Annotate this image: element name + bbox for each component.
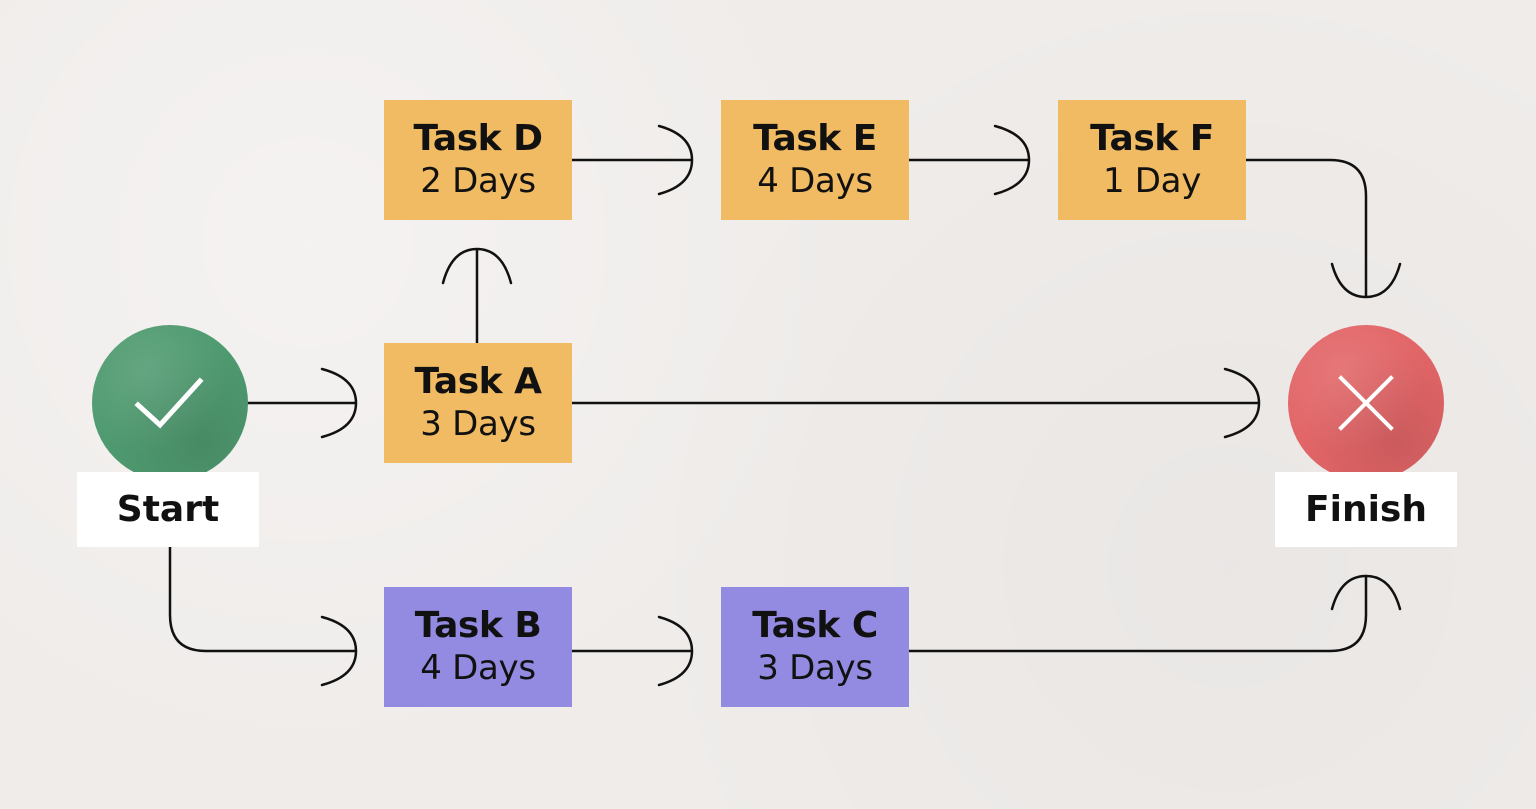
arrowhead-task-a: [320, 367, 358, 439]
arrowhead-finish-from-a: [1223, 367, 1261, 439]
arrowhead-finish-from-f: [1330, 262, 1402, 299]
task-b-box: Task B 4 Days: [384, 587, 572, 707]
arrowhead-task-b: [320, 615, 358, 687]
task-f-name: Task F: [1090, 118, 1214, 159]
task-f-box: Task F 1 Day: [1058, 100, 1246, 220]
arrowhead-finish-from-c: [1330, 574, 1402, 611]
finish-node: [1288, 325, 1444, 481]
task-b-duration: 4 Days: [420, 648, 536, 688]
arrowhead-task-c: [657, 615, 694, 687]
close-icon: [1338, 375, 1394, 431]
task-d-name: Task D: [413, 118, 544, 159]
task-c-name: Task C: [752, 605, 878, 646]
edge-task-c-to-finish: [907, 574, 1368, 653]
task-e-name: Task E: [753, 118, 877, 159]
task-f-duration: 1 Day: [1102, 161, 1202, 201]
task-d-box: Task D 2 Days: [384, 100, 572, 220]
finish-label: Finish: [1275, 472, 1457, 547]
task-e-duration: 4 Days: [757, 161, 873, 201]
edge-task-f-to-finish: [1244, 158, 1368, 298]
task-e-box: Task E 4 Days: [721, 100, 909, 220]
task-c-duration: 3 Days: [757, 648, 873, 688]
arrowhead-task-e: [657, 124, 694, 196]
task-c-box: Task C 3 Days: [721, 587, 909, 707]
edge-start-to-task-b: [168, 545, 357, 653]
task-a-duration: 3 Days: [420, 404, 536, 444]
arrowhead-task-d: [441, 247, 513, 285]
start-label: Start: [77, 472, 259, 547]
start-node: [92, 325, 248, 481]
task-d-duration: 2 Days: [420, 161, 536, 201]
task-a-name: Task A: [414, 361, 542, 402]
task-a-box: Task A 3 Days: [384, 343, 572, 463]
task-b-name: Task B: [414, 605, 542, 646]
check-icon: [134, 377, 204, 429]
arrowhead-task-f: [993, 124, 1031, 196]
